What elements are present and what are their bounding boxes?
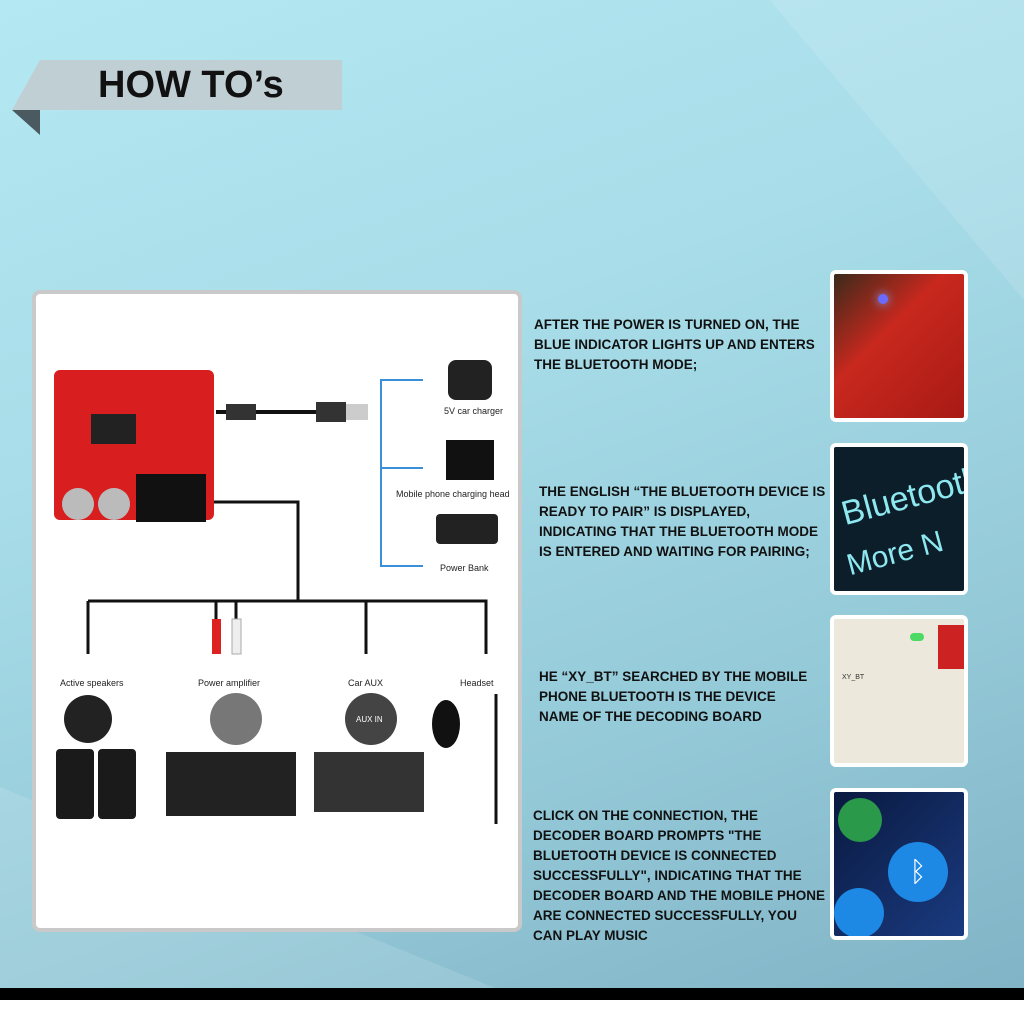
label-charging-head: Mobile phone charging head: [396, 489, 510, 499]
amplifier-icon: [166, 752, 296, 816]
board-photo: [938, 625, 964, 669]
step-2-text: THE ENGLISH “THE BLUETOOTH DEVICE IS REA…: [539, 484, 826, 559]
car-aux-icon: [314, 752, 424, 812]
header-banner: [12, 60, 342, 110]
label-car-aux: Car AUX: [348, 678, 383, 688]
wiring-diagram-panel: 5V car charger Mobile phone charging hea…: [32, 290, 522, 932]
label-car-charger: 5V car charger: [444, 406, 503, 416]
bluetooth-icon: ᛒ: [888, 842, 948, 902]
power-bank-icon: [436, 514, 498, 544]
label-headset: Headset: [460, 678, 494, 688]
blue-led-icon: [878, 294, 888, 304]
car-charger-icon: [448, 360, 492, 400]
bluetooth-screen-thumb: Bluetooth More N: [830, 443, 968, 595]
wifi-icon: [838, 798, 882, 842]
step-1-text: AFTER THE POWER IS TURNED ON, THE BLUE I…: [534, 317, 815, 372]
aux-in-label: AUX IN: [356, 715, 383, 724]
bottom-margin: [0, 1000, 1024, 1024]
charging-head-icon: [446, 440, 494, 480]
label-power-amplifier: Power amplifier: [198, 678, 260, 688]
more-word: More N: [843, 524, 947, 583]
toggle-icon: [910, 633, 924, 641]
page-title: HOW TO’s: [98, 64, 284, 106]
phone-settings-thumb: XY_BT: [830, 615, 968, 767]
toggle-button-icon: [834, 888, 884, 936]
bluetooth-word: Bluetooth: [837, 459, 968, 533]
wiring-diagram: 5V car charger Mobile phone charging hea…: [54, 360, 510, 824]
device-name: XY_BT: [842, 674, 865, 681]
headset-icon: [432, 700, 460, 748]
board-photo-thumb: [830, 270, 968, 422]
bottom-divider: [0, 988, 1024, 1000]
connected-thumb: ᛒ: [830, 788, 968, 940]
step-3-text: HE “XY_BT” SEARCHED BY THE MOBILE PHONE …: [539, 669, 808, 724]
step-4-text: CLICK ON THE CONNECTION, THE DECODER BOA…: [533, 808, 826, 943]
label-active-speakers: Active speakers: [60, 678, 124, 688]
label-power-bank: Power Bank: [440, 563, 489, 573]
speaker-icon: [56, 749, 94, 819]
banner-fold: [12, 110, 40, 135]
